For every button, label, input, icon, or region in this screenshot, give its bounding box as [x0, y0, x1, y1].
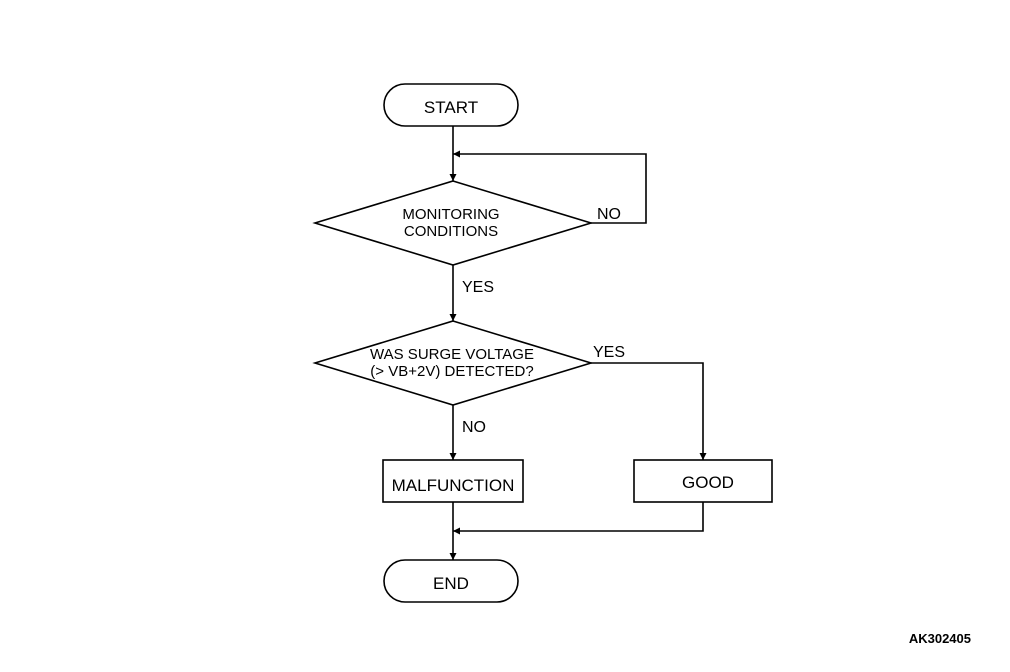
start-label: START [424, 98, 478, 117]
malfunction-node: MALFUNCTION [382, 459, 524, 503]
surge-voltage-decision: WAS SURGE VOLTAGE (> VB+2V) DETECTED? [312, 320, 594, 406]
start-terminator-shape [383, 83, 519, 127]
end-label: END [433, 574, 469, 593]
edge-surge-yes-to-good [591, 362, 707, 460]
edge-good-to-end [453, 502, 704, 535]
malfunction-label: MALFUNCTION [392, 476, 515, 495]
end-node: END [383, 559, 519, 603]
surge-voltage-line-2: (> VB+2V) DETECTED? [370, 363, 533, 380]
start-node: START [383, 83, 519, 127]
figure-id: AK302405 [909, 631, 971, 646]
surge-no-label: NO [462, 419, 486, 436]
surge-yes-label: YES [593, 344, 625, 361]
good-label: GOOD [682, 473, 734, 492]
monitoring-no-label: NO [597, 206, 621, 223]
monitoring-conditions-line-1: MONITORING [402, 206, 499, 223]
surge-voltage-line-1: WAS SURGE VOLTAGE [370, 346, 534, 363]
monitoring-yes-label: YES [462, 279, 494, 296]
monitoring-conditions-line-2: CONDITIONS [404, 223, 498, 240]
end-terminator-shape [383, 559, 519, 603]
monitoring-conditions-decision: MONITORING CONDITIONS [312, 180, 594, 266]
good-box [633, 459, 773, 503]
edge-monitoring-no-loop [453, 150, 647, 224]
good-node: GOOD [633, 459, 773, 503]
